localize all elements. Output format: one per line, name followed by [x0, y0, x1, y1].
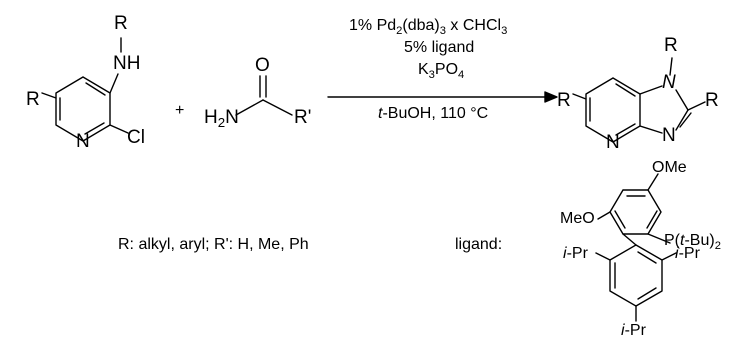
- ligand-ipr-right-label: i-Pr: [675, 245, 700, 262]
- amine-n-bond: [109, 73, 119, 94]
- plus-sign: +: [175, 102, 185, 119]
- product-rings: [585, 57, 706, 143]
- amine-ring-r-label: R: [26, 89, 40, 110]
- product-n3-label: N: [662, 125, 676, 146]
- amine-nh-label: NH: [113, 53, 141, 74]
- condition-base: K3PO4: [418, 61, 465, 81]
- product-pyridine-n-label: N: [606, 132, 620, 153]
- amine-ring-n-label: N: [76, 131, 90, 152]
- amine-cl-bond: [109, 124, 129, 134]
- ligand-ome-label: OMe: [652, 159, 687, 176]
- ligand-ipr-left-label: i-Pr: [563, 245, 588, 262]
- amide-bonds: [235, 75, 293, 116]
- ligand-caption: ligand:: [455, 236, 503, 253]
- product-ring-r-bond: [572, 93, 587, 100]
- amide-r-prime-label: R': [294, 107, 312, 128]
- substituent-caption: R: alkyl, aryl; R': H, Me, Ph: [118, 236, 309, 253]
- ligand-phosphine-label: P(t-Bu)2: [664, 232, 721, 252]
- product-n1-label: N: [662, 72, 676, 93]
- ligand-bonds: [595, 173, 677, 322]
- ligand-meo-label: MeO: [560, 210, 595, 227]
- condition-ligand: 5% ligand: [404, 39, 475, 56]
- amine-ring-r-bond: [41, 92, 57, 99]
- amine-cl-label: Cl: [127, 127, 145, 148]
- amide-h2n-label: H2N: [204, 107, 239, 131]
- product-ring-r-label: R: [557, 90, 571, 111]
- condition-catalyst: 1% Pd2(dba)3 x CHCl3: [349, 17, 508, 37]
- product-r-top-label: R: [664, 35, 678, 56]
- reaction-arrow-head: [544, 91, 558, 103]
- product-r-right-label: R: [705, 90, 719, 111]
- amide-o-label: O: [255, 55, 270, 76]
- condition-solvent-temp: t-BuOH, 110 °C: [378, 105, 489, 122]
- amine-r-label: R: [114, 13, 128, 34]
- ligand-ipr-bottom-label: i-Pr: [621, 322, 646, 339]
